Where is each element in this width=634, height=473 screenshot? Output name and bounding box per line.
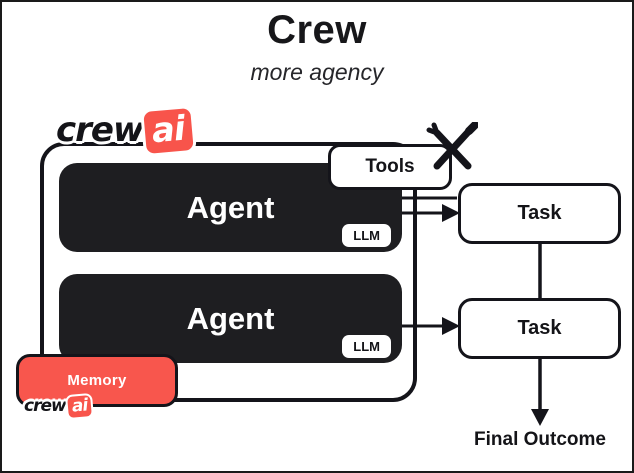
memory-box: Memory — [16, 354, 178, 407]
crossed-tools-icon — [426, 122, 478, 170]
diagram-title: Crew — [267, 8, 367, 52]
task-box-2: Task — [458, 298, 621, 359]
llm-badge: LLM — [342, 224, 391, 247]
llm-badge: LLM — [342, 335, 391, 358]
final-outcome-label: Final Outcome — [474, 429, 606, 450]
task-label: Task — [517, 202, 562, 224]
outcome-arrowhead-icon — [531, 409, 549, 426]
crewai-logo-ai-badge: ai — [143, 108, 194, 154]
agent-label: Agent — [186, 189, 275, 225]
task-box-1: Task — [458, 183, 621, 244]
tools-box: Tools — [328, 144, 452, 190]
crewai-logo-text: crew — [56, 110, 144, 150]
crewai-logo-ai-badge: ai — [66, 395, 92, 418]
agent-box-2: Agent LLM — [59, 274, 402, 363]
crewai-logo-text: crew — [24, 396, 67, 416]
crew-boundary-box — [40, 142, 417, 402]
agent-label: Agent — [186, 300, 275, 336]
tools-label: Tools — [365, 156, 415, 177]
diagram-subtitle: more agency — [250, 59, 384, 85]
memory-label: Memory — [67, 372, 127, 389]
task-label: Task — [517, 317, 562, 339]
